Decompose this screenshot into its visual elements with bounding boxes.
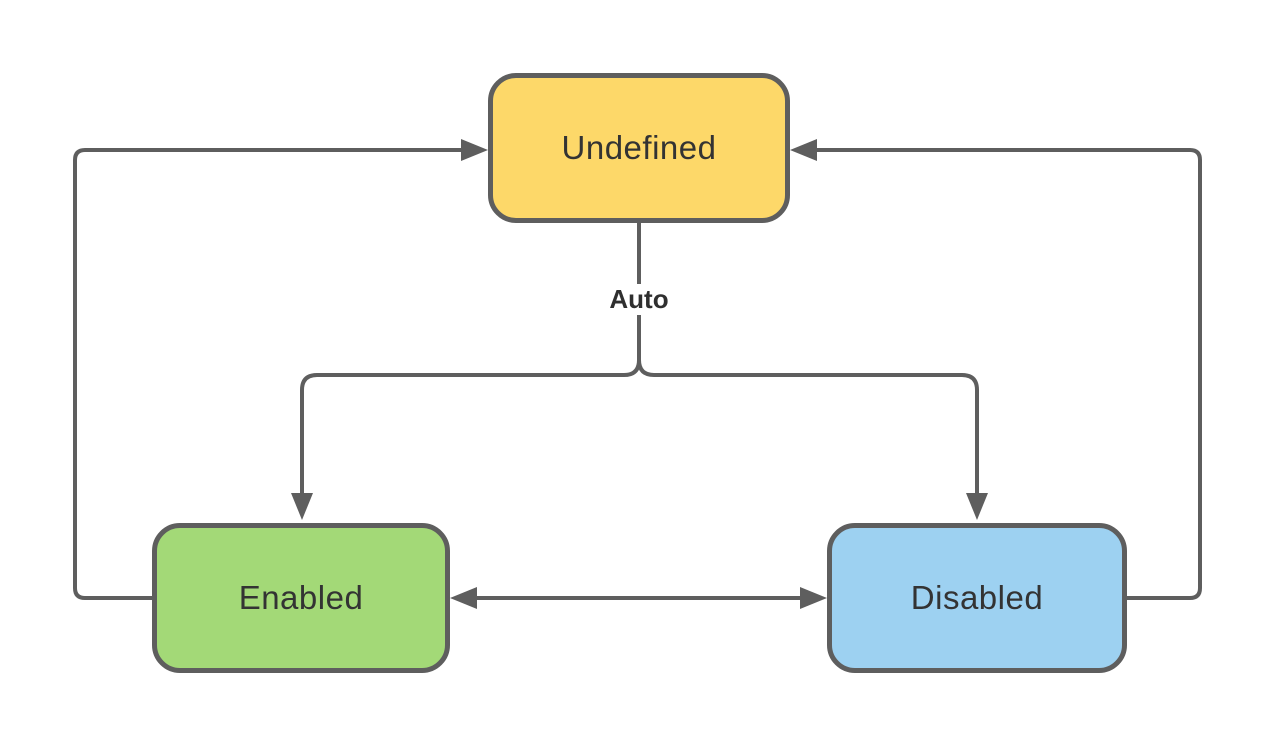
edge-label-auto: Auto	[601, 284, 677, 315]
edge-disabled-to-undefined	[817, 148, 1202, 600]
state-node-undefined[interactable]: Undefined	[488, 73, 790, 223]
arrowhead-into-enabled-right	[450, 587, 477, 609]
arrowhead-into-undefined-left	[461, 139, 488, 161]
arrowhead-into-disabled-left	[800, 587, 827, 609]
arrowhead-into-disabled-top	[966, 493, 988, 520]
edge-undefined-to-disabled	[637, 359, 979, 493]
arrowhead-into-undefined-right	[790, 139, 817, 161]
state-label-undefined: Undefined	[561, 129, 717, 166]
state-label-disabled: Disabled	[910, 579, 1044, 616]
arrowhead-into-enabled-top	[291, 493, 313, 520]
edge-undefined-to-enabled	[300, 223, 641, 493]
edge-enabled-to-undefined	[73, 148, 461, 600]
state-node-enabled[interactable]: Enabled	[152, 523, 450, 673]
state-label-enabled: Enabled	[238, 579, 364, 616]
state-node-disabled[interactable]: Disabled	[827, 523, 1127, 673]
